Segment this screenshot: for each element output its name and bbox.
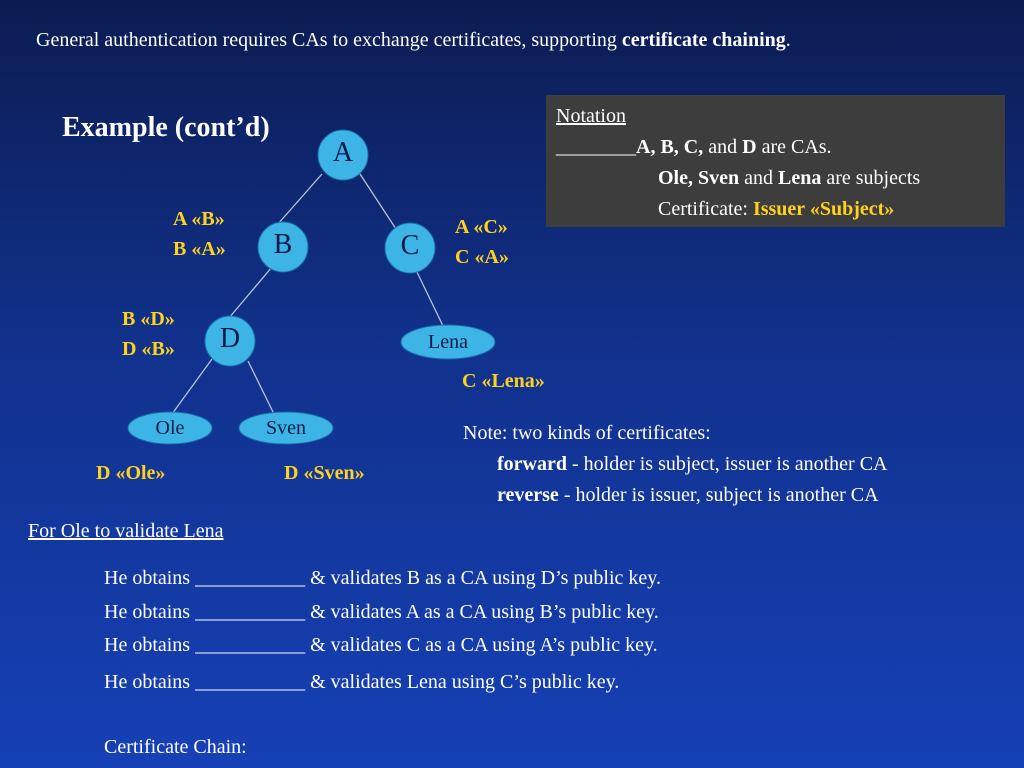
certificate-kinds-note: Note: two kinds of certificates: forward… (463, 418, 887, 511)
answer-blank: ___________ (195, 670, 306, 693)
slide-title: General authentication requires CAs to e… (36, 29, 791, 51)
note-reverse: reverse - holder is issuer, subject is a… (497, 484, 879, 506)
validation-step: He obtains ___________ & validates C as … (104, 634, 658, 656)
cert-label-c-lena: C «Lena» (462, 370, 545, 392)
edge-b-d (222, 266, 273, 326)
cert-label-d-sven: D «Sven» (284, 462, 365, 484)
tree-edges (171, 173, 445, 415)
validation-heading: For Ole to validate Lena (28, 520, 224, 542)
cert-label-d-ole: D «Ole» (96, 462, 166, 484)
example-heading: Example (cont’d) (62, 112, 270, 143)
edge-c-lena (415, 269, 445, 329)
answer-blank: ___________ (195, 600, 306, 623)
certificate-chain-label: Certificate Chain: (104, 736, 247, 758)
notation-subjects: Ole, Sven and Lena are subjects (658, 167, 921, 189)
node-c (384, 222, 436, 274)
notation-box: Notation ________A, B, C, and D are CAs.… (546, 95, 1005, 227)
answer-blank: ___________ (195, 634, 306, 656)
notation-cas: ________A, B, C, and D are CAs. (556, 136, 832, 158)
notation-certificate: Certificate: Issuer «Subject» (658, 198, 895, 220)
edge-d-ole (171, 358, 213, 415)
cert-label-a-b: A «B» B «A» (173, 208, 226, 260)
edge-d-sven (247, 360, 275, 415)
notation-heading: Notation (556, 105, 626, 127)
note-forward: forward - holder is subject, issuer is a… (497, 453, 888, 475)
title-emphasis: certificate chaining (621, 29, 786, 51)
node-d (204, 315, 256, 367)
node-sven (238, 411, 334, 445)
validation-steps: He obtains ___________ & validates B as … (104, 562, 661, 699)
node-a (317, 129, 369, 181)
answer-blank: ___________ (195, 567, 306, 589)
node-lena (400, 324, 496, 360)
cert-label-b-d: B «D» D «B» (122, 308, 175, 360)
validation-step: He obtains ___________ & validates A as … (104, 600, 659, 623)
edge-a-c (359, 173, 399, 233)
node-b (257, 221, 309, 273)
cert-label-a-c: A «C» C «A» (455, 216, 509, 268)
validation-step: He obtains ___________ & validates B as … (104, 567, 661, 589)
node-ole (127, 411, 213, 445)
validation-step: He obtains ___________ & validates Lena … (104, 670, 620, 693)
